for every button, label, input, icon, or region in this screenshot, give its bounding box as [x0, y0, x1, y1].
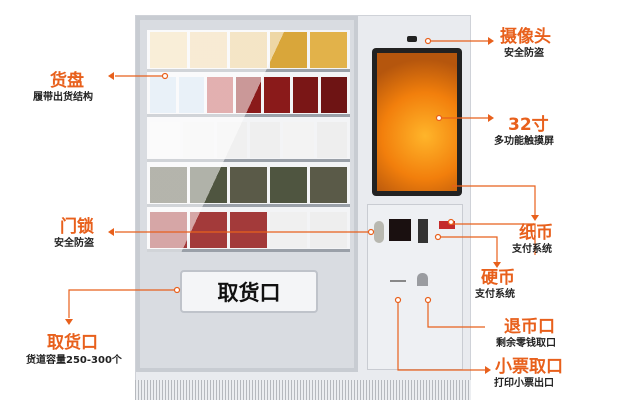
screen-desc: 多功能触摸屏: [494, 136, 554, 147]
lock-desc: 安全防盗: [54, 238, 94, 249]
base-grill: [135, 380, 471, 400]
pickup-title: 取货口: [47, 333, 98, 353]
camera-desc: 安全防盗: [504, 48, 544, 59]
tray-title: 货盘: [50, 71, 84, 91]
camera-icon: [407, 36, 417, 42]
lock-title: 门锁: [60, 217, 94, 237]
bill-title: 纸币: [519, 223, 553, 243]
receipt-title: 小票取口: [495, 357, 563, 377]
coin-title: 硬币: [481, 268, 515, 288]
pickup-desc: 货道容量250-300个: [26, 355, 122, 366]
screen-title: 32寸: [508, 115, 549, 135]
screen-image: [377, 53, 457, 191]
touch-screen[interactable]: [372, 48, 462, 196]
tray-desc: 履带出货结构: [33, 92, 93, 103]
receipt-desc: 打印小票出口: [494, 378, 554, 389]
coin-return-desc: 剩余零钱取口: [496, 338, 556, 349]
camera-title: 摄像头: [500, 27, 551, 47]
payment-panel: [367, 204, 463, 370]
pickup-window[interactable]: 取货口: [180, 270, 318, 313]
coin-slot[interactable]: [418, 219, 428, 243]
product-shelves: [147, 30, 350, 252]
coin-desc: 支付系统: [475, 289, 515, 300]
coin-return[interactable]: [417, 273, 428, 286]
coin-return-title: 退币口: [504, 317, 555, 337]
door-lock[interactable]: [374, 221, 384, 243]
card-reader[interactable]: [389, 219, 411, 241]
receipt-slot[interactable]: [390, 280, 406, 282]
bill-desc: 支付系统: [512, 244, 552, 255]
bill-acceptor[interactable]: [439, 221, 455, 229]
